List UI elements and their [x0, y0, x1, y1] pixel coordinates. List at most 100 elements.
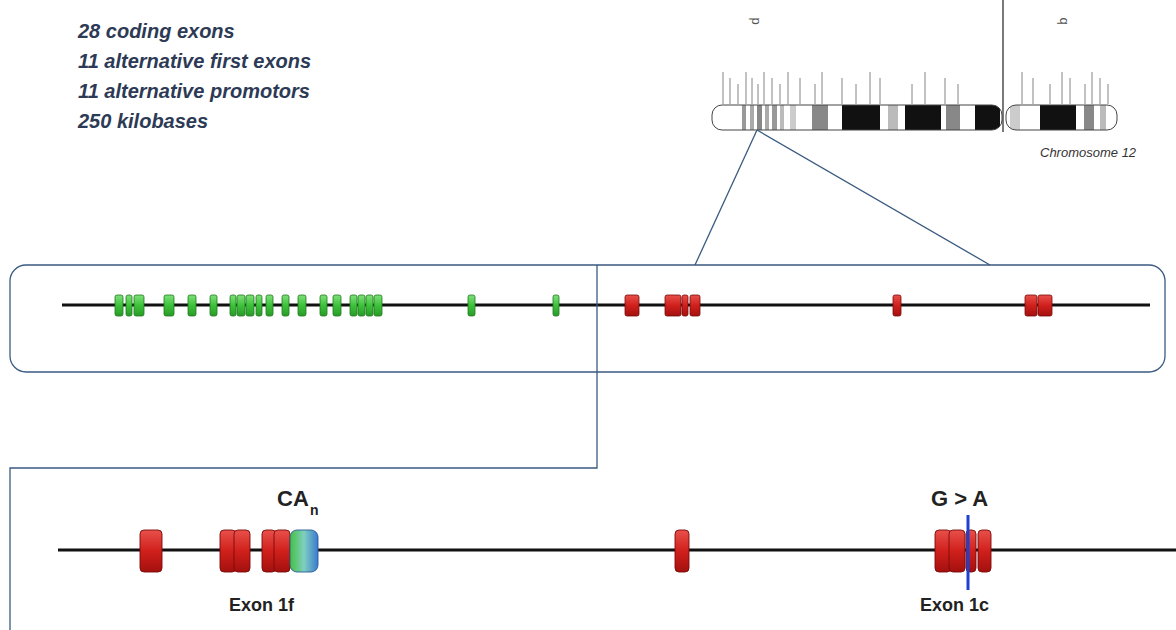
chromosome-band — [757, 105, 762, 130]
chromosome-band — [1100, 105, 1106, 130]
chromosome-band — [790, 105, 796, 130]
repeat-label: CA — [277, 487, 309, 511]
coding-exon — [374, 295, 382, 316]
band-tick — [842, 78, 843, 104]
band-tick — [746, 72, 747, 104]
coding-exon — [237, 295, 245, 316]
chromosome-arm — [712, 105, 1002, 130]
repeat-subscript: n — [310, 503, 319, 518]
first-exon — [625, 295, 639, 316]
band-tick — [764, 72, 765, 104]
band-tick — [1108, 84, 1109, 104]
first-exon — [893, 295, 901, 316]
band-tick — [912, 84, 913, 104]
band-tick — [723, 72, 724, 104]
band-tick — [925, 72, 926, 104]
coding-exon — [210, 295, 217, 316]
chromosome-band — [765, 105, 769, 130]
coding-exon — [246, 295, 254, 316]
snp-marker — [967, 515, 970, 590]
coding-exon — [230, 295, 236, 316]
band-tick — [856, 84, 857, 104]
coding-exon — [164, 295, 174, 316]
chromosome-arm — [1006, 105, 1117, 130]
chromosome-band — [905, 105, 941, 130]
zoom-line — [695, 130, 757, 265]
chromosome-band — [946, 105, 960, 130]
band-tick — [870, 72, 871, 104]
band-tick — [758, 84, 759, 104]
coding-exon — [468, 295, 475, 316]
band-tick — [1070, 78, 1071, 104]
band-tick — [780, 84, 781, 104]
coding-exon — [134, 295, 144, 316]
band-tick — [730, 78, 731, 104]
band-tick — [788, 72, 789, 104]
gene-backbone — [62, 304, 1150, 307]
chromosome-outline — [1006, 105, 1117, 130]
arm-label: q — [1056, 18, 1070, 25]
coding-exon — [115, 295, 123, 316]
band-tick — [1100, 78, 1101, 104]
band-tick — [772, 78, 773, 104]
first-exon — [978, 530, 991, 572]
coding-exon — [298, 295, 306, 316]
coding-exon — [188, 295, 196, 316]
coding-exon — [320, 295, 327, 316]
band-tick — [752, 78, 753, 104]
chromosome-band — [1084, 105, 1094, 130]
band-tick — [1092, 72, 1093, 104]
first-exon — [274, 530, 290, 572]
coding-exon — [333, 295, 341, 316]
zoom-panel — [10, 265, 1165, 372]
band-tick — [800, 78, 801, 104]
band-tick — [815, 84, 816, 104]
first-exon — [1025, 295, 1037, 316]
coding-exon — [553, 295, 559, 316]
chromosome-band — [812, 105, 828, 130]
zoom-line — [757, 130, 990, 265]
chromosome-band — [750, 105, 754, 130]
band-tick — [1022, 72, 1023, 104]
summary-note: 11 alternative promotors — [78, 80, 310, 102]
chromosome-band — [742, 105, 746, 130]
coding-exon — [282, 295, 289, 316]
band-tick — [958, 84, 959, 104]
first-exon — [675, 530, 689, 572]
coding-exon — [366, 295, 373, 316]
first-exon — [665, 295, 681, 316]
variant-label: G > A — [931, 487, 988, 511]
coding-exon — [126, 295, 132, 316]
arm-label: p — [748, 18, 762, 25]
exon-1f — [290, 530, 318, 572]
chromosome-band — [1040, 105, 1076, 130]
band-tick — [1033, 78, 1034, 104]
band-tick — [1050, 84, 1051, 104]
band-tick — [1062, 72, 1063, 104]
band-tick — [945, 78, 946, 104]
chromosome-band — [1010, 105, 1020, 130]
first-exon — [1038, 295, 1052, 316]
first-exon — [140, 530, 162, 572]
chromosome-name: Chromosome 12 — [1040, 146, 1136, 160]
band-tick — [1085, 84, 1086, 104]
chromosome-band — [780, 105, 784, 130]
centromere-marker — [1002, 0, 1003, 132]
summary-note: 250 kilobases — [78, 110, 208, 132]
chromosome-band — [975, 105, 1000, 130]
coding-exon — [350, 295, 357, 316]
chromosome-band — [842, 105, 880, 130]
first-exon — [682, 295, 688, 316]
band-tick — [738, 84, 739, 104]
first-exon — [690, 295, 700, 316]
band-tick — [880, 78, 881, 104]
coding-exon — [266, 295, 273, 316]
summary-note: 28 coding exons — [78, 20, 235, 42]
chromosome-band — [888, 105, 898, 130]
band-tick — [822, 72, 823, 104]
exon-label: Exon 1c — [920, 596, 989, 616]
coding-exon — [256, 295, 262, 316]
first-exon — [234, 530, 250, 572]
summary-note: 11 alternative first exons — [78, 50, 311, 72]
detail-frame — [10, 265, 597, 630]
